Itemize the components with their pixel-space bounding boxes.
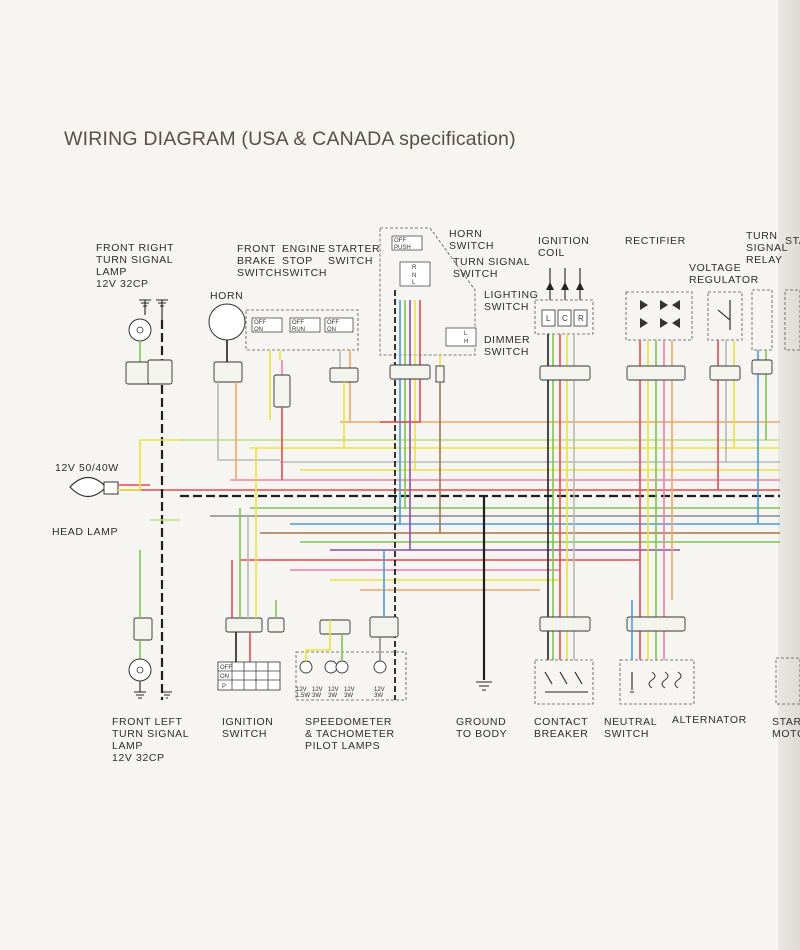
lighting-switch-label: LIGHTING SWITCH — [484, 289, 539, 313]
front-left-turn-label: FRONT LEFT TURN SIGNAL LAMP 12V 32CP — [112, 716, 190, 764]
horn-symbol — [208, 303, 280, 480]
ignition-switch-label: IGNITION SWITCH — [222, 716, 274, 740]
svg-text:12V: 12V — [374, 687, 385, 693]
svg-text:12V: 12V — [296, 687, 307, 693]
horn-label: HORN — [210, 290, 244, 302]
svg-text:L: L — [546, 314, 551, 323]
page-title: WIRING DIAGRAM (USA & CANADA specificati… — [64, 128, 516, 150]
front-brake-switch-label: FRONT BRAKE SWITCH — [237, 243, 283, 279]
speedo-tacho-label: SPEEDOMETER & TACHOMETER PILOT LAMPS — [305, 716, 395, 752]
ground-symbol — [476, 496, 492, 691]
alternator-label: ALTERNATOR — [672, 714, 747, 726]
svg-text:RUN: RUN — [292, 327, 305, 333]
starter-motor-symbol — [775, 657, 800, 705]
svg-text:C: C — [562, 314, 568, 323]
turn-signal-switch-label: TURN SIGNAL SWITCH — [453, 256, 531, 280]
front-right-turn-label: FRONT RIGHT TURN SIGNAL LAMP 12V 32CP — [96, 242, 175, 290]
ignition-switch-symbol: OFF ON P — [217, 448, 285, 691]
voltage-regulator-label: VOLTAGE REGULATOR — [689, 262, 759, 286]
svg-text:3W: 3W — [374, 693, 383, 699]
starter-motor-label: START MOTO — [772, 716, 800, 740]
contact-breaker-symbol — [534, 659, 594, 705]
voltage-regulator-symbol — [707, 291, 743, 490]
svg-text:R: R — [412, 265, 417, 271]
svg-text:L: L — [412, 280, 416, 286]
svg-text:N: N — [412, 273, 416, 279]
svg-text:12V: 12V — [328, 687, 339, 693]
turn-signal-relay-symbol — [751, 289, 800, 524]
alternator-symbol — [619, 600, 695, 705]
head-lamp-rating: 12V 50/40W — [55, 462, 119, 474]
svg-text:ON: ON — [327, 327, 336, 333]
starter-switch-label: STARTER SWITCH — [328, 243, 381, 267]
starter-cut-label: STA — [785, 235, 800, 247]
svg-text:3W: 3W — [328, 693, 337, 699]
svg-text:12V: 12V — [312, 687, 323, 693]
svg-text:OFF: OFF — [220, 665, 232, 671]
svg-text:1.5W: 1.5W — [296, 693, 310, 699]
svg-text:ON: ON — [220, 674, 229, 680]
svg-text:OFF: OFF — [327, 320, 339, 326]
svg-text:ON: ON — [254, 327, 263, 333]
front-left-turn-lamp — [128, 519, 180, 699]
ground-to-body-label: GROUND TO BODY — [456, 716, 508, 740]
harness-wires — [120, 421, 780, 591]
ignition-coil-label: IGNITION COIL — [538, 235, 590, 259]
page-edge — [778, 0, 800, 950]
svg-text:R: R — [578, 314, 584, 323]
svg-text:12V: 12V — [344, 687, 355, 693]
svg-text:L: L — [464, 331, 468, 337]
front-right-turn-lamp — [128, 299, 168, 700]
horn-switch-label: HORN SWITCH — [449, 228, 495, 252]
svg-text:OFF: OFF — [254, 320, 266, 326]
engine-stop-switch-label: ENGINE STOP SWITCH — [282, 243, 328, 279]
svg-text:3W: 3W — [312, 693, 321, 699]
turn-signal-relay-label: TURN SIGNAL RELAY — [746, 230, 789, 266]
svg-text:3W: 3W — [344, 693, 353, 699]
svg-text:OFF: OFF — [394, 238, 406, 244]
rectifier-label: RECTIFIER — [625, 235, 686, 247]
contact-breaker-label: CONTACT BREAKER — [534, 716, 589, 740]
neutral-switch-label: NEUTRAL SWITCH — [604, 716, 658, 740]
rectifier-symbol — [625, 291, 693, 660]
svg-text:OFF: OFF — [292, 320, 304, 326]
head-lamp-symbol — [69, 439, 180, 498]
svg-text:H: H — [464, 339, 468, 345]
head-lamp-label: HEAD LAMP — [52, 526, 119, 538]
dimmer-switch-label: DIMMER SWITCH — [484, 334, 531, 358]
svg-text:PUSH: PUSH — [394, 245, 411, 251]
svg-text:P: P — [222, 684, 226, 690]
ignition-coil-symbol: L C R — [534, 268, 594, 660]
